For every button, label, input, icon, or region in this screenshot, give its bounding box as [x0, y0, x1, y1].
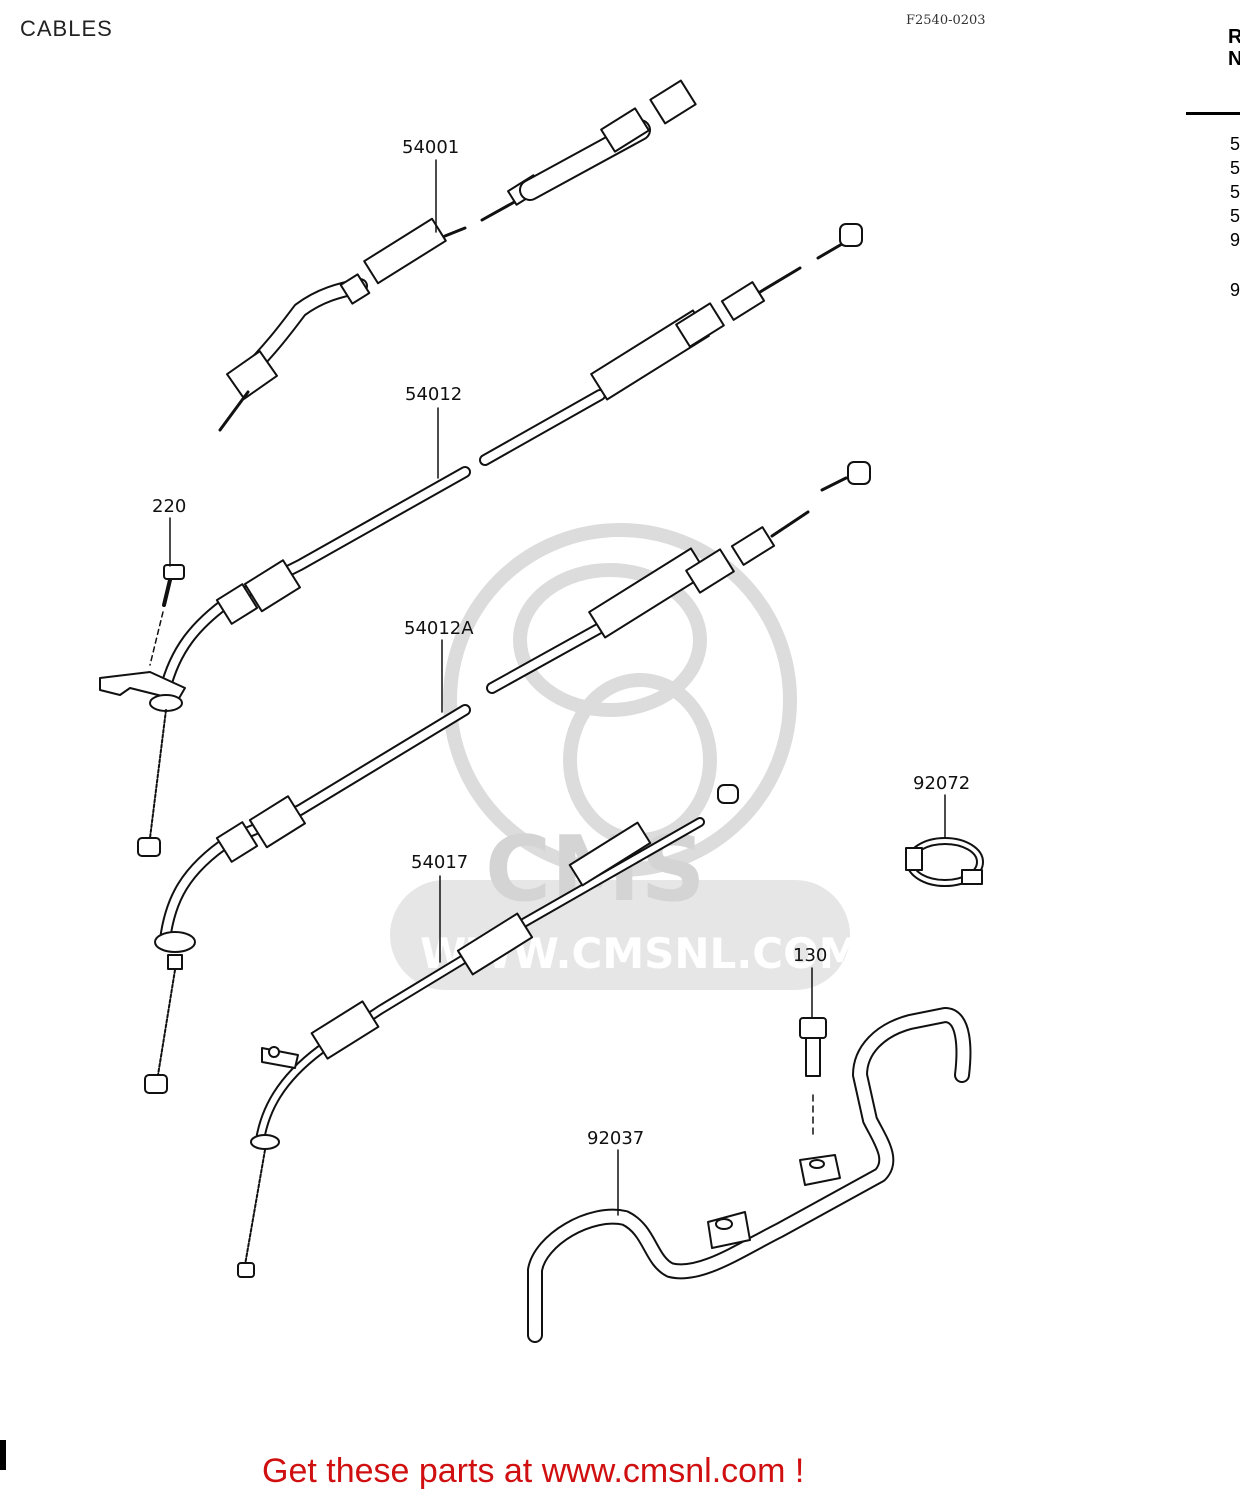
- side-list-item: 5: [1230, 134, 1240, 154]
- side-list-item: 9: [1230, 230, 1240, 250]
- side-list-item: 5: [1230, 158, 1240, 178]
- side-panel-header: R N: [1228, 26, 1240, 70]
- side-list-item: 9: [1230, 280, 1240, 300]
- callout-label: 220: [152, 496, 186, 517]
- bolt-130: [799, 1017, 827, 1139]
- speedometer-cable-54001: [218, 79, 697, 432]
- callout-label: 54012: [405, 384, 462, 405]
- page-title: CABLES: [20, 16, 113, 41]
- callout-label: 54001: [402, 137, 459, 158]
- side-list-item: 5: [1230, 182, 1240, 202]
- footer-banner-link[interactable]: Get these parts at www.cmsnl.com !: [262, 1452, 805, 1490]
- callout-label: 54017: [411, 852, 468, 873]
- cable-54012a: [144, 461, 871, 1094]
- callout-label: 92072: [913, 773, 970, 794]
- diagram-code: F2540-0203: [906, 13, 986, 28]
- clamp-92072: [905, 837, 984, 887]
- callout-label: 130: [793, 945, 827, 966]
- page-edge-mark: [0, 1440, 6, 1470]
- screw-220: [149, 564, 185, 666]
- side-panel-list: 5 5 5 5 9 9: [1230, 132, 1240, 302]
- callout-label: 92037: [587, 1128, 644, 1149]
- cable-54017: [237, 784, 739, 1278]
- cable-54012: [99, 223, 863, 857]
- side-panel-divider: [1186, 112, 1240, 115]
- leader-lines: [169, 159, 946, 1216]
- callout-label: 54012A: [404, 618, 474, 639]
- cms-watermark-logo: [390, 523, 850, 990]
- side-header-line: R: [1228, 26, 1240, 48]
- side-header-line: N: [1228, 48, 1240, 70]
- side-list-item: 5: [1230, 206, 1240, 226]
- guide-bar-92037: [527, 1007, 972, 1343]
